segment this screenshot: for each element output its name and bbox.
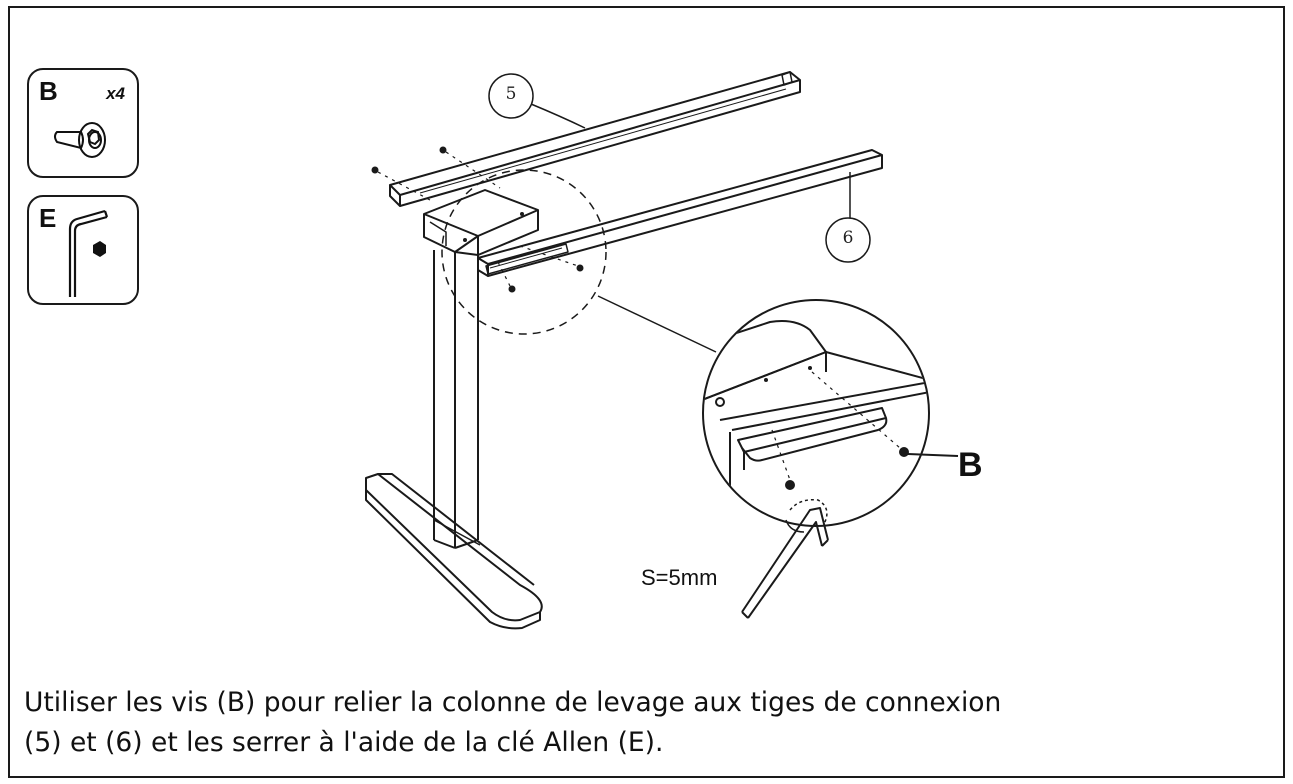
part-quantity-b: x4 — [106, 84, 125, 103]
screw-label: B — [958, 446, 983, 484]
allen-key-icon — [68, 209, 109, 297]
caption-line-2: (5) et (6) et les serrer à l'aide de la … — [24, 727, 664, 758]
instruction-frame — [8, 6, 1285, 778]
instruction-caption: Utiliser les vis (B) pour relier la colo… — [24, 683, 1274, 763]
magnified-detail — [702, 299, 930, 533]
callout-circle-6 — [825, 217, 871, 263]
column-top-bracket — [423, 189, 539, 256]
part-tile-e: E — [27, 195, 139, 305]
detail-circle-small — [441, 169, 607, 335]
connection-rod-6 — [477, 149, 883, 277]
detail-leader — [597, 295, 717, 353]
callout-label-5: 5 — [505, 84, 517, 104]
caption-line-1: Utiliser les vis (B) pour relier la colo… — [24, 687, 1002, 718]
callout-leader-5 — [530, 103, 586, 129]
part-letter-b: B — [39, 76, 58, 106]
wrench-size-label: S=5mm — [641, 565, 718, 590]
part-letter-e: E — [39, 203, 57, 233]
part-tile-b: B x4 — [27, 68, 139, 178]
screw-leader — [907, 453, 959, 457]
column-foot — [365, 473, 543, 630]
bolt-icon — [54, 122, 106, 158]
callout-circle-5 — [488, 73, 534, 119]
screws-exploded — [371, 146, 584, 293]
allen-key-in-use — [741, 507, 829, 619]
callout-label-6: 6 — [842, 228, 854, 248]
lifting-column — [433, 250, 479, 549]
screw-paths — [377, 151, 579, 287]
